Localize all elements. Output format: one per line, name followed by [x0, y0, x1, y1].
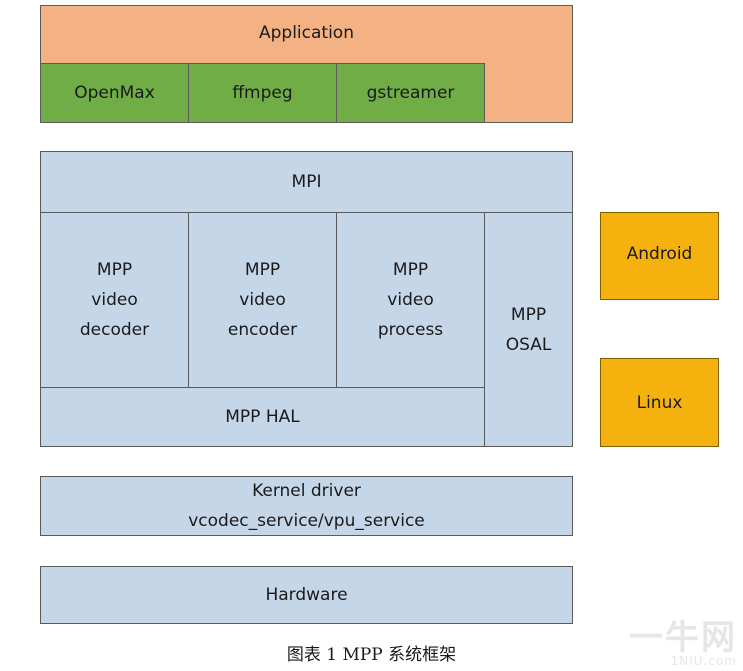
linux-box: Linux	[600, 358, 719, 447]
osal-line-2: OSAL	[505, 334, 552, 355]
android-label: Android	[626, 244, 693, 264]
gstreamer-label: gstreamer	[366, 83, 455, 103]
process-line-3: process	[377, 320, 444, 340]
linux-label: Linux	[636, 392, 683, 413]
mpp-hal-label: MPP HAL	[225, 407, 300, 427]
process-line-1: MPP	[392, 260, 429, 280]
video-process-box: MPP video process	[336, 212, 485, 388]
video-decoder-box: MPP video decoder	[40, 212, 189, 388]
video-encoder-box: MPP video encoder	[188, 212, 337, 388]
openmax-label: OpenMax	[74, 83, 155, 103]
hardware-label: Hardware	[265, 585, 348, 605]
hardware-box: Hardware	[40, 566, 573, 624]
kernel-line-2: vcodec_service/vpu_service	[188, 511, 425, 531]
decoder-line-3: decoder	[79, 320, 150, 340]
android-box: Android	[600, 212, 719, 300]
ffmpeg-box: ffmpeg	[188, 63, 337, 123]
mpi-label: MPI	[291, 172, 322, 192]
encoder-line-1: MPP	[244, 260, 281, 280]
mpi-box: MPI	[40, 151, 573, 213]
encoder-line-2: video	[239, 290, 286, 310]
decoder-line-2: video	[91, 290, 138, 310]
osal-box: MPP OSAL	[484, 212, 573, 447]
watermark-url: 1NIU.com	[670, 654, 737, 668]
watermark-logo: 一牛网	[629, 618, 737, 658]
encoder-line-3: encoder	[227, 320, 298, 340]
openmax-box: OpenMax	[40, 63, 189, 123]
ffmpeg-label: ffmpeg	[232, 83, 293, 103]
kernel-line-1: Kernel driver	[252, 481, 361, 501]
kernel-driver-box: Kernel driver vcodec_service/vpu_service	[40, 476, 573, 536]
application-label: Application	[259, 23, 354, 43]
figure-caption: 图表 1 MPP 系统框架	[286, 645, 457, 665]
osal-line-1: MPP	[510, 304, 547, 325]
process-line-2: video	[387, 290, 434, 310]
mpp-hal-box: MPP HAL	[40, 387, 485, 447]
decoder-line-1: MPP	[96, 260, 133, 280]
watermark: 一牛网 1NIU.com	[587, 621, 737, 667]
gstreamer-box: gstreamer	[336, 63, 485, 123]
